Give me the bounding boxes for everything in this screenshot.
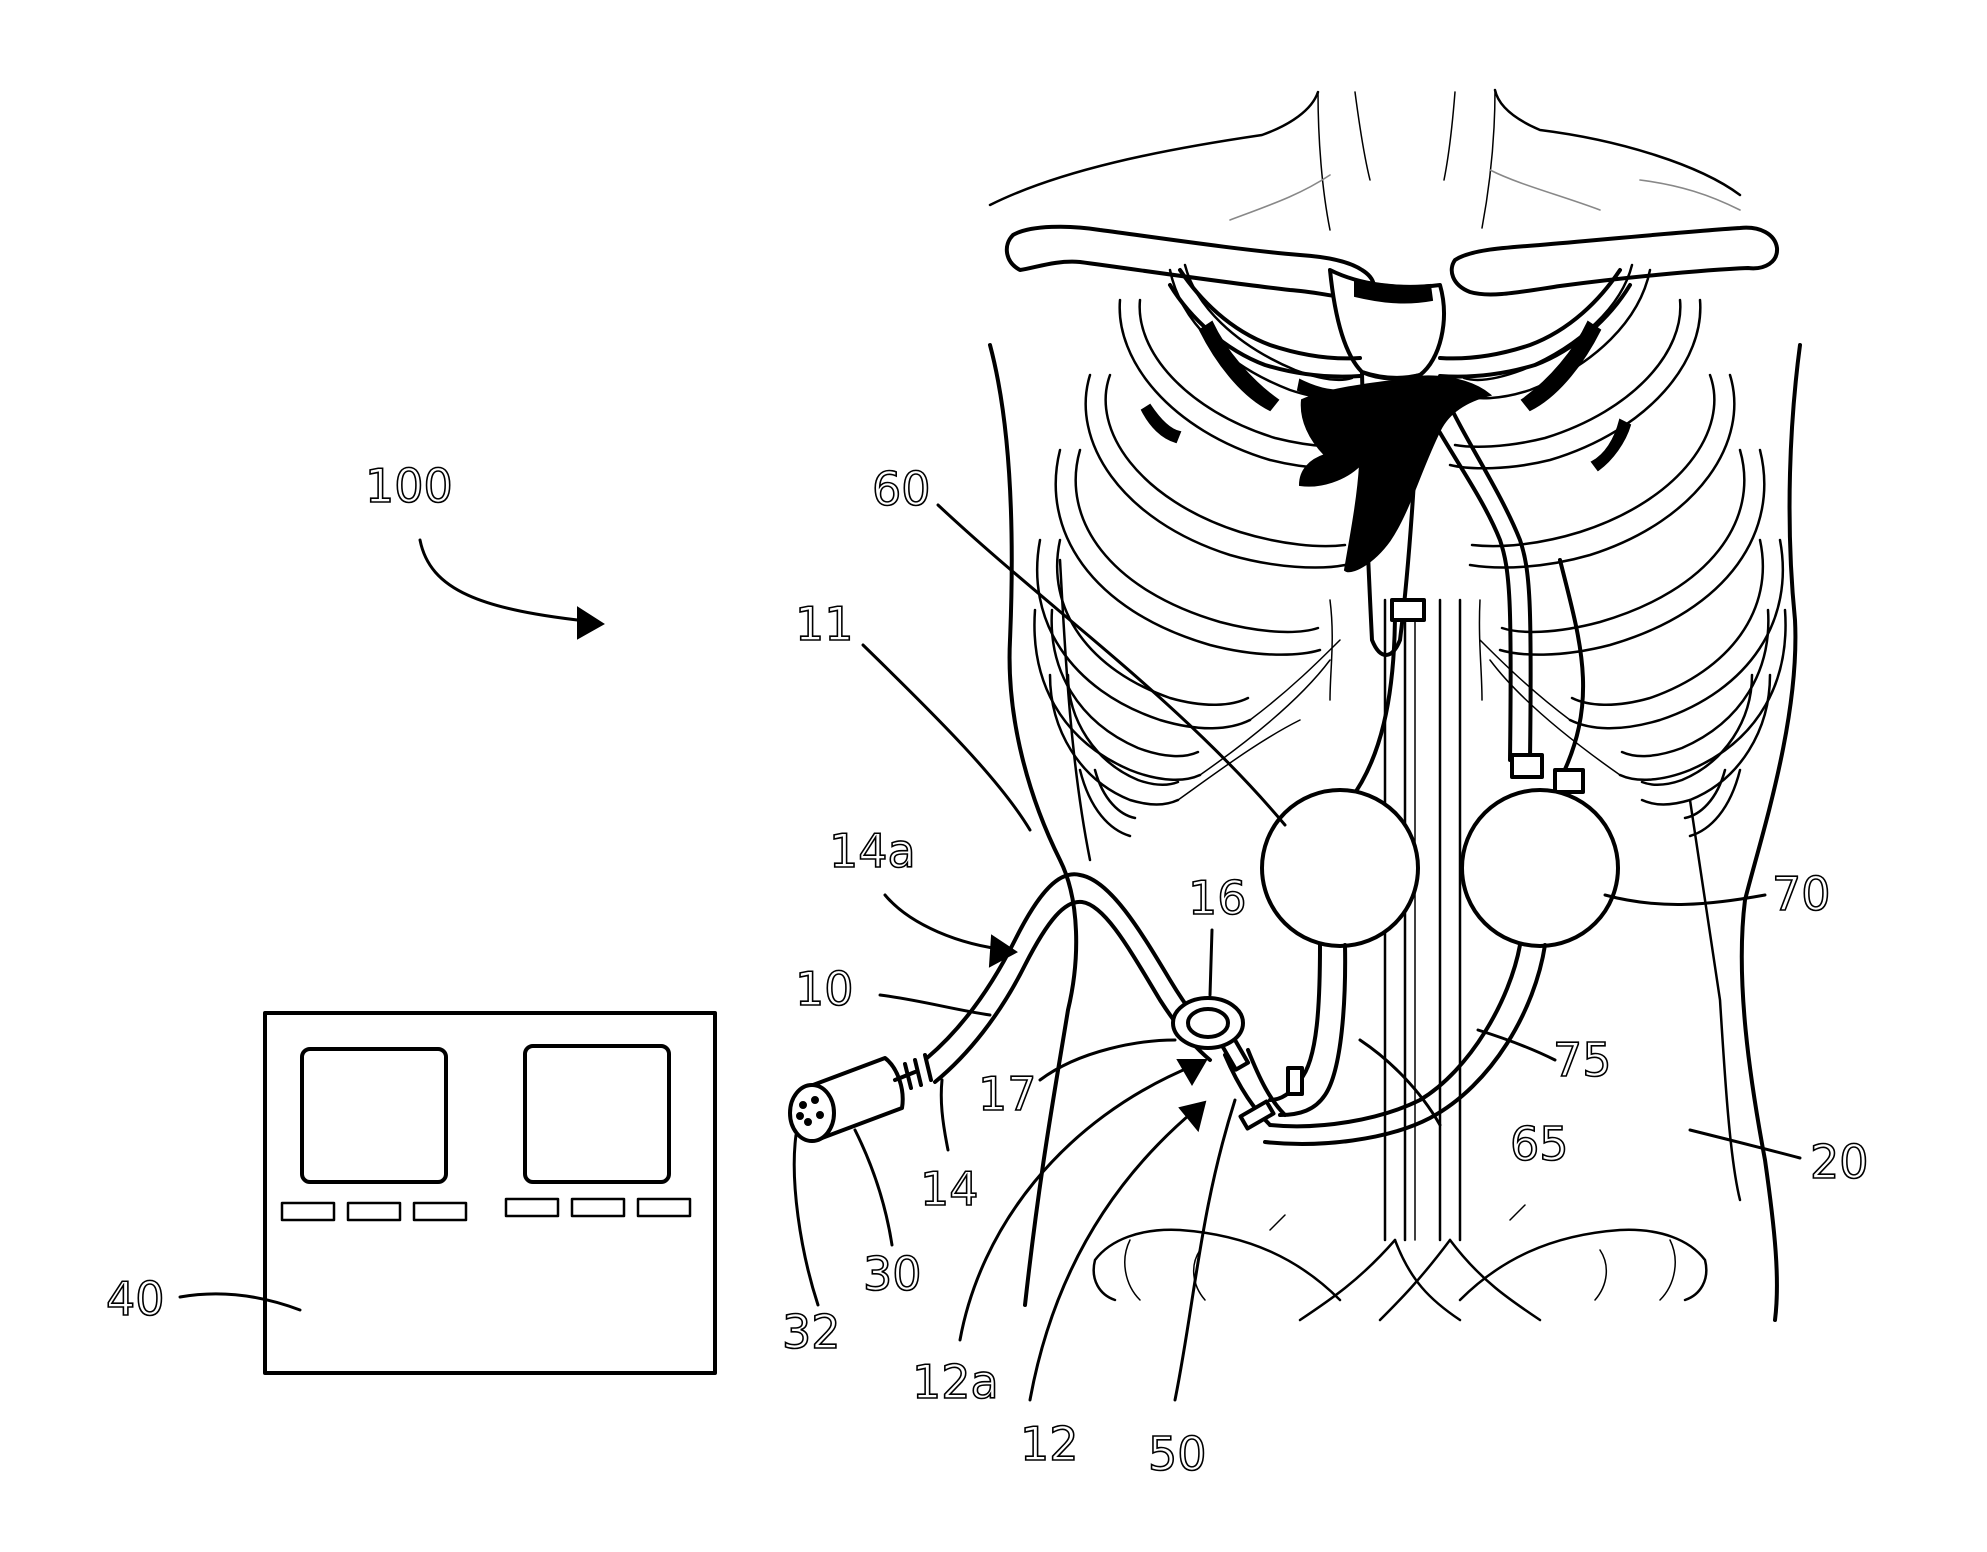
- label-75: 75: [1553, 1033, 1612, 1087]
- label-50: 50: [1148, 1427, 1207, 1481]
- label-14a: 14a: [829, 824, 916, 878]
- label-65: 65: [1510, 1117, 1569, 1171]
- label-70: 70: [1772, 867, 1831, 921]
- label-20: 20: [1810, 1135, 1869, 1189]
- label-100: 100: [365, 459, 453, 513]
- label-11: 11: [795, 597, 854, 651]
- console-40: [265, 1013, 715, 1373]
- label-40: 40: [106, 1272, 165, 1326]
- label-14: 14: [920, 1162, 979, 1216]
- label-10: 10: [795, 962, 854, 1016]
- reference-labels: 100 60 11 14a 16 70 10 75 17 65 14 20 30…: [106, 459, 1869, 1481]
- label-30: 30: [863, 1247, 922, 1301]
- label-12: 12: [1020, 1417, 1079, 1471]
- label-17: 17: [978, 1067, 1037, 1121]
- balloon-60: [1262, 600, 1424, 1115]
- label-12a: 12a: [912, 1355, 999, 1409]
- leader-lines: [180, 505, 1800, 1400]
- spine-and-vessels: [1300, 600, 1540, 1320]
- label-32: 32: [782, 1305, 841, 1359]
- connector-30: [790, 1058, 915, 1141]
- label-16: 16: [1188, 871, 1247, 925]
- label-60: 60: [872, 462, 931, 516]
